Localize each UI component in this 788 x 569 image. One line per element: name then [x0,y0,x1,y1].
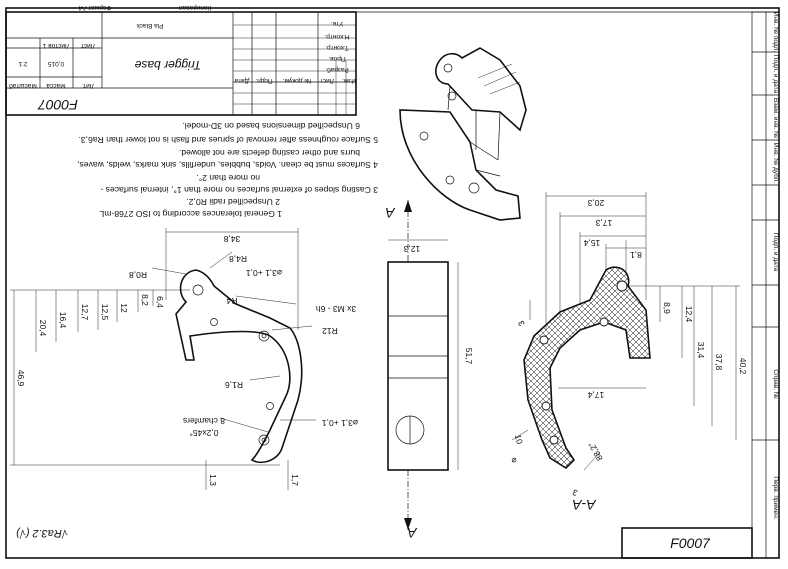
tb-col-sign: Подп. [255,77,272,84]
dim-16-4: 16,4 [58,312,68,329]
stamp-inv-dubl: Инв. № дубл. [772,143,780,183]
dim-20-3: 20,3 [587,198,604,208]
tb-col-sheet: Лист [320,77,334,84]
note-3: 3 Casting slopes of external surfaces no… [100,185,378,195]
dim-31-4: 31,4 [696,342,706,359]
dim-17-4: 17,4 [587,390,604,400]
dim-diameter: ⌀ [511,456,517,466]
dim-chamfer-size: 0,2x45° [190,428,219,438]
side-view: 12,3 51,7 A A [385,200,474,541]
isometric-view [399,47,527,221]
note-2: 2 Unspecified radii R0,2. [186,197,280,207]
role-tkontr: Т.контр. [325,44,349,51]
stamp-inv-podl: Инв. № подл. [772,12,779,53]
dim-46-9: 46,9 [16,370,26,387]
dim-6-4: 6,4 [155,296,165,308]
section-mark-top: A [385,205,395,221]
stamp-podp-data-2: Подп. и дата [772,233,779,272]
stamp-perv-primen: Перв. примен. [772,476,779,519]
dim-r12: R12 [322,326,338,336]
dim-51-7: 51,7 [464,348,474,365]
part-name: Trigger base [134,58,201,72]
scale-value: 2:1 [18,60,27,67]
dim-17-3: 17,3 [595,218,612,228]
sheets-label: Листов 1 [42,42,69,49]
dim-8-2: 8,2 [140,294,150,306]
section-mark-bottom: A [407,525,417,541]
role-razrab: Разраб. [325,66,349,74]
dim-12-7: 12,7 [80,304,90,321]
role-nkontr: Н.контр. [324,33,349,40]
dim-8-9: 8,9 [662,302,672,314]
dim-40-2: 40,2 [738,358,748,375]
dim-hole-bottom: ⌀3,1 +0,1 [322,418,358,428]
mass-value: 0,015 [47,60,64,67]
role-utv: Утв. [331,20,344,27]
format-label: Формат A4 [78,4,111,11]
dim-10: 10 [513,433,525,445]
note-4: 4 Surfaces must be clean. Voids, bubbles… [77,160,378,170]
lit-label: Лит. [82,82,94,89]
dim-chamfers: 8 chamfers [183,416,225,426]
tb-col-docnum: № докум. [283,77,312,84]
title-block: F0007 Trigger base Pla Black 2:1 0,015 М… [5,11,357,116]
dim-3-top: 3 [516,319,527,328]
dim-thread: 3x M3 - 6h [316,304,356,314]
dim-hole-top: ⌀3,1 +0,1 [246,268,282,278]
tb-col-date: Дата [234,77,249,84]
roughness-symbol: √Ra3.2 (√) [16,527,68,539]
copied-label: Копировал [179,4,212,11]
dim-34-8: 34,8 [223,234,240,244]
sheet-label: Лист [81,42,95,49]
dim-r4: R4 [226,296,237,306]
role-prov: Пров. [328,55,345,62]
note-3b: no more than 2°. [196,173,260,183]
dim-1-3: 1,3 [208,474,218,486]
dim-12-3: 12,3 [403,244,420,254]
drawing-code-stamp: F0007 [670,535,711,551]
technical-notes: 6 Unspecified dimensions based on 3D-mod… [77,121,378,219]
note-4b: burrs and other casting defects are not … [179,148,360,158]
tb-col-change: Изм. [342,77,356,84]
dim-12: 12 [119,303,129,313]
section-title: A-A [572,497,596,513]
dim-1-7: 1,7 [290,474,300,486]
dim-3-bottom: 3 [571,487,579,498]
note-1: 1 General tolerances according to ISO 27… [99,209,282,219]
mass-label: Масса [46,82,66,89]
front-view: 34,8 R4,8 R0,8 ⌀3,1 +0,1 R4 3x M3 - 6h R… [10,228,358,490]
stamp-vzam-inv: Взам. инв. № [772,98,779,138]
side-view-body [387,261,449,471]
dim-20-4: 20,4 [38,320,48,337]
stamp-podp-data-1: Подп. и дата [772,55,779,94]
dim-12-5: 12,5 [100,304,110,321]
dim-r4-8: R4,8 [229,254,247,264]
code-box [621,527,753,559]
material: Pla Black [136,22,164,29]
outer-frame [5,7,780,559]
section-view: 20,3 17,3 15,4 8,1 8,9 12,4 31,4 37,8 40… [511,192,748,513]
dim-8-1: 8,1 [630,250,642,260]
dim-r1-6: R1,6 [225,380,243,390]
scale-label: Масштаб [9,82,37,90]
dim-15-4: 15,4 [583,238,600,248]
drawing-code-title: F0007 [37,97,78,113]
dim-37-8: 37,8 [714,354,724,371]
note-6: 6 Unspecified dimensions based on 3D-mod… [182,121,360,131]
dim-angle: 88,2° [586,440,605,462]
section-hatched-body [523,266,651,470]
note-5: 5 Surface roughness after removal of spr… [78,135,378,145]
stamp-sprav: Справ. № [772,369,779,399]
dim-r0-8: R0,8 [129,270,147,280]
dim-12-4: 12,4 [684,306,694,323]
side-stamps: Инв. № подл. Подп. и дата Взам. инв. № И… [752,12,780,558]
